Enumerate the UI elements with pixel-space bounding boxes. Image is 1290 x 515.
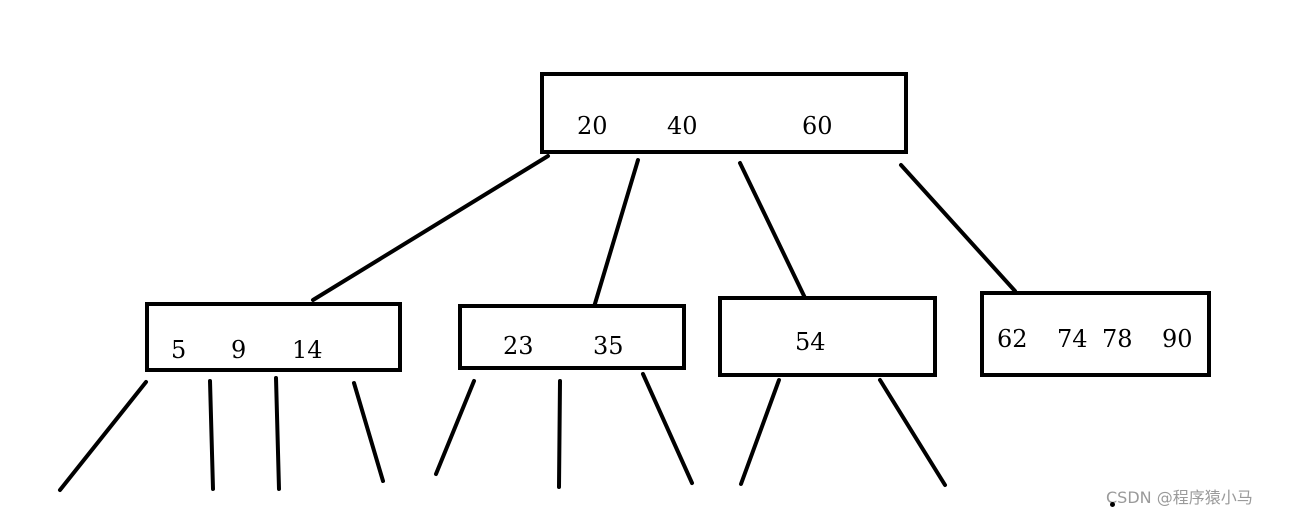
root-key-1: 20	[577, 112, 608, 140]
child-node-4-key-4: 90	[1162, 325, 1193, 353]
edge-child-2-ptr-3	[641, 372, 694, 485]
root-node-box	[540, 72, 908, 154]
edge-child-3-ptr-1	[739, 378, 781, 486]
child-node-1-key-2: 9	[231, 336, 246, 364]
root-node: 20 40 60	[540, 72, 908, 154]
child-node-2-box	[458, 304, 686, 370]
child-node-3-key-1: 54	[795, 328, 826, 356]
child-node-1-key-1: 5	[171, 336, 186, 364]
edge-root-child-4	[899, 163, 1017, 293]
child-node-2: 23 35	[458, 304, 686, 370]
child-node-4-key-2: 74	[1057, 325, 1088, 353]
child-node-1-key-3: 14	[292, 336, 323, 364]
child-node-4-box	[980, 291, 1211, 377]
edge-child-1-ptr-3	[274, 376, 281, 491]
watermark-text: CSDN @程序猿小马	[1106, 488, 1253, 507]
child-node-1: 5 9 14	[145, 302, 402, 372]
leaf-edges	[58, 372, 947, 492]
edge-child-2-ptr-1	[434, 379, 476, 476]
root-key-2: 40	[667, 112, 698, 140]
root-key-3: 60	[802, 112, 833, 140]
edge-child-1-ptr-2	[208, 379, 215, 491]
root-edges	[311, 154, 1017, 309]
child-node-1-box	[145, 302, 402, 372]
child-node-4-key-1: 62	[997, 325, 1028, 353]
stray-dot	[1110, 502, 1115, 507]
child-node-3-box	[718, 296, 937, 377]
edge-child-1-ptr-4	[352, 381, 385, 483]
edge-root-child-3	[738, 161, 808, 302]
edge-root-child-2	[592, 158, 640, 309]
edge-child-1-ptr-1	[58, 380, 148, 492]
edge-root-child-1	[311, 154, 550, 302]
edge-child-2-ptr-2	[557, 379, 562, 489]
child-node-2-key-2: 35	[593, 332, 624, 360]
child-node-2-key-1: 23	[503, 332, 534, 360]
child-node-4-key-3: 78	[1102, 325, 1133, 353]
edge-child-3-ptr-2	[878, 378, 947, 487]
child-node-4: 62 74 78 90	[980, 291, 1211, 377]
child-node-3: 54	[718, 296, 937, 377]
